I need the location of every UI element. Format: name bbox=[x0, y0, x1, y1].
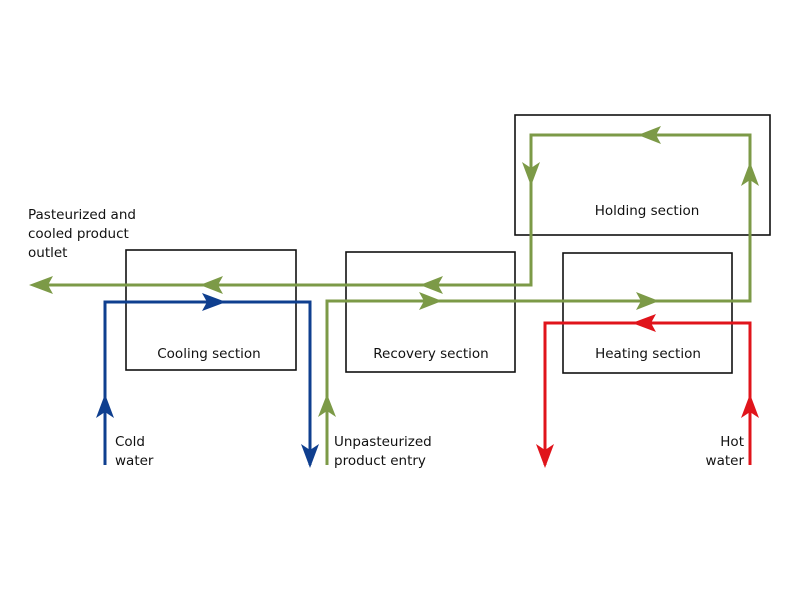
product-arrow-heating-right-icon bbox=[636, 292, 659, 310]
product-arrow-holding-up-icon bbox=[741, 162, 759, 186]
heating-section-label: Heating section bbox=[595, 346, 701, 362]
cold-water-label: Cold water bbox=[115, 433, 153, 471]
cold-water-label-line-2: water bbox=[115, 453, 154, 469]
heating-section-box bbox=[562, 252, 733, 374]
product-arrow-recovery-left-icon bbox=[420, 276, 443, 294]
product-arrow-holding-left-icon bbox=[638, 126, 661, 144]
outlet-label-line-1: Pasteurized and bbox=[28, 207, 136, 223]
cold-water-label-line-1: Cold bbox=[115, 434, 146, 450]
recovery-section-box bbox=[345, 251, 516, 373]
product-entry-label: Unpasteurized product entry bbox=[334, 433, 432, 471]
cooling-section-box bbox=[125, 249, 297, 371]
outlet-label: Pasteurized and cooled product outlet bbox=[28, 206, 136, 263]
product-arrow-recovery-right-icon bbox=[419, 292, 442, 310]
product-arrow-outlet-icon bbox=[29, 276, 53, 294]
hot-water-arrow-left-icon bbox=[632, 314, 656, 332]
hot-water-label-line-2: water bbox=[705, 453, 744, 469]
cold-water-arrow-down-icon bbox=[301, 444, 319, 468]
cooling-section-label: Cooling section bbox=[157, 346, 261, 362]
cold-water-arrow-right-icon bbox=[202, 293, 226, 311]
outlet-label-line-2: cooled product bbox=[28, 226, 129, 242]
holding-section-box bbox=[514, 114, 771, 236]
hot-water-label-line-1: Hot bbox=[720, 434, 744, 450]
recovery-section-label: Recovery section bbox=[373, 346, 489, 362]
holding-section-label: Holding section bbox=[594, 203, 700, 219]
product-flow-line bbox=[33, 133, 752, 465]
outlet-label-line-3: outlet bbox=[28, 245, 68, 261]
hot-water-arrow-up-icon bbox=[741, 394, 759, 418]
product-entry-label-line-1: Unpasteurized bbox=[334, 434, 432, 450]
product-entry-label-line-2: product entry bbox=[334, 453, 426, 469]
hot-water-arrow-down-icon bbox=[536, 444, 554, 468]
cold-water-arrow-up-icon bbox=[96, 394, 114, 418]
hot-water-label: Hot water bbox=[694, 433, 744, 471]
product-arrow-entry-up-icon bbox=[318, 394, 336, 417]
product-arrow-holding-down-icon bbox=[522, 162, 540, 186]
product-arrow-cooling-left-icon bbox=[200, 276, 223, 294]
